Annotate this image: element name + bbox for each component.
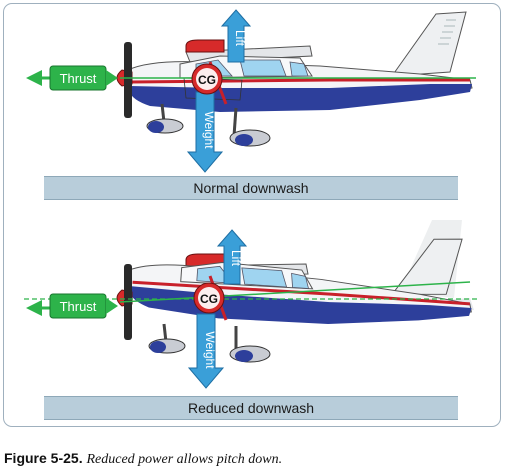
lift-label: Lift	[233, 30, 247, 47]
thrust-label: Thrust	[60, 71, 97, 86]
thrust-arrowhead	[26, 70, 42, 86]
figure-caption: Figure 5-25. Reduced power allows pitch …	[4, 450, 282, 468]
cg-label: CG	[198, 73, 216, 87]
weight-arrow	[187, 313, 225, 389]
thrust-label: Thrust	[60, 299, 97, 314]
lift-label: Lift	[229, 250, 243, 267]
scene-normal: Thrust Lift Weight CG Normal downwash	[0, 0, 506, 212]
downwash-label: Reduced downwash	[187, 400, 315, 416]
weight-label: Weight	[202, 111, 216, 149]
scene-reduced: Thrust Lift Weight CG Reduced downwash	[0, 212, 506, 424]
airplane-illustration-reduced: Thrust Lift Weight CG	[24, 220, 480, 389]
lift-arrow	[220, 9, 252, 63]
lift-arrow	[216, 229, 248, 285]
cg-label: CG	[200, 292, 218, 306]
downwash-label: Normal downwash	[193, 180, 309, 196]
downwash-bar: Reduced downwash	[44, 396, 458, 420]
downwash-bar: Normal downwash	[44, 176, 458, 200]
caption-text: Reduced power allows pitch down.	[86, 452, 283, 467]
weight-label: Weight	[203, 331, 217, 369]
airplane-illustration-normal: Thrust Lift Weight CG	[26, 9, 476, 173]
weight-arrow	[186, 91, 224, 173]
figure-number: Figure 5-25.	[4, 450, 83, 466]
